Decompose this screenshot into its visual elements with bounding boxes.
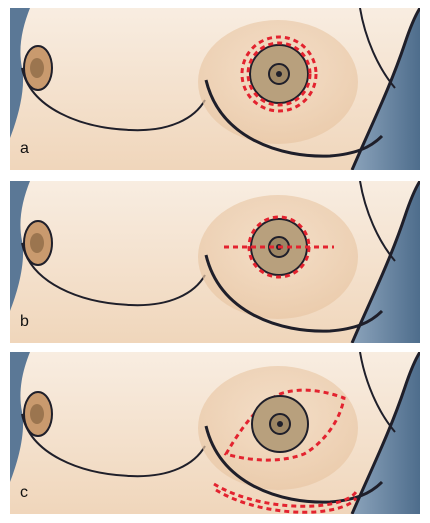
nipple-center: [277, 421, 283, 427]
nipple-center: [276, 71, 282, 77]
panel-label: c: [20, 484, 28, 502]
left-nipple-inner: [30, 404, 44, 424]
panel-a: a: [10, 8, 420, 170]
panel-c-illustration: [10, 352, 420, 514]
panel-label: a: [20, 140, 29, 158]
panel-a-illustration: [10, 8, 420, 170]
panel-b-illustration: [10, 181, 420, 343]
left-nipple-inner: [30, 58, 44, 78]
panel-b: b: [10, 181, 420, 343]
panel-label: b: [20, 313, 29, 331]
left-nipple-inner: [30, 233, 44, 253]
panel-c: c: [10, 352, 420, 514]
